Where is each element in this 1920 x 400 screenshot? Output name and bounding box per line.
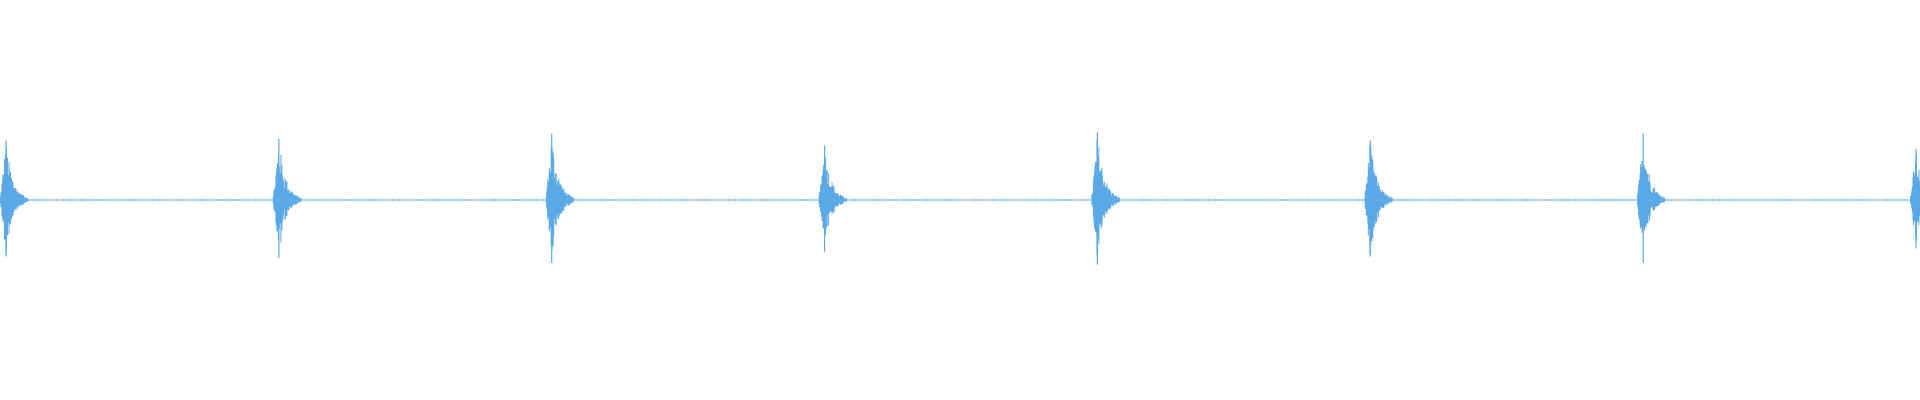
waveform-noise	[0, 198, 1918, 202]
waveform-burst	[545, 147, 575, 250]
waveform-burst	[1091, 139, 1120, 257]
waveform-bursts	[0, 132, 1920, 265]
waveform-burst	[1364, 143, 1393, 254]
waveform-burst	[818, 157, 848, 235]
waveform-burst	[1910, 153, 1920, 242]
waveform-burst	[1637, 161, 1666, 234]
waveform-burst	[272, 154, 302, 243]
